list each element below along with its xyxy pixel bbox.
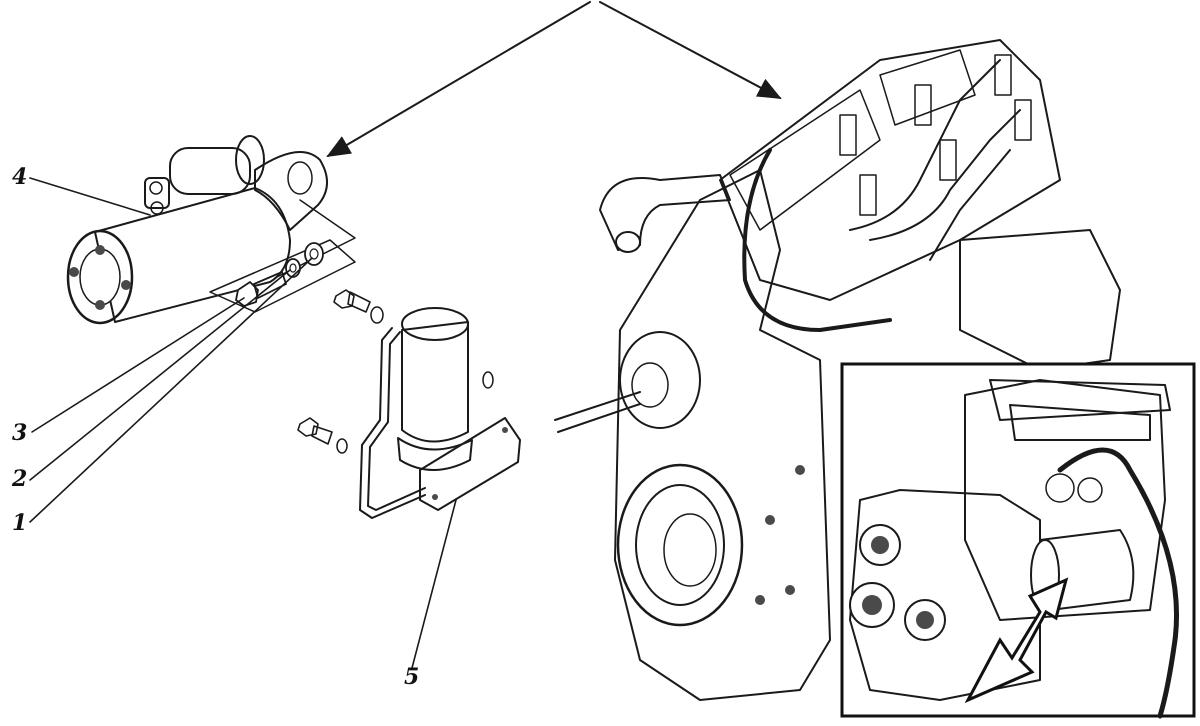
leader-3 xyxy=(31,297,245,433)
pointer-arrows xyxy=(326,1,782,158)
callout-leaders xyxy=(29,177,457,669)
callout-2: 2 xyxy=(12,466,28,492)
leader-5 xyxy=(411,499,457,669)
diesel-engine xyxy=(554,39,1121,701)
callout-4: 4 xyxy=(12,164,28,190)
oil-filter-assembly xyxy=(297,289,521,519)
inset-detail-view xyxy=(840,362,1196,719)
callout-1: 1 xyxy=(12,510,28,536)
callout-5: 5 xyxy=(404,664,420,690)
leader-2 xyxy=(29,269,291,481)
leader-1 xyxy=(29,257,313,523)
starter-motor xyxy=(66,135,356,325)
leader-4 xyxy=(29,177,151,216)
callout-3: 3 xyxy=(12,420,28,446)
